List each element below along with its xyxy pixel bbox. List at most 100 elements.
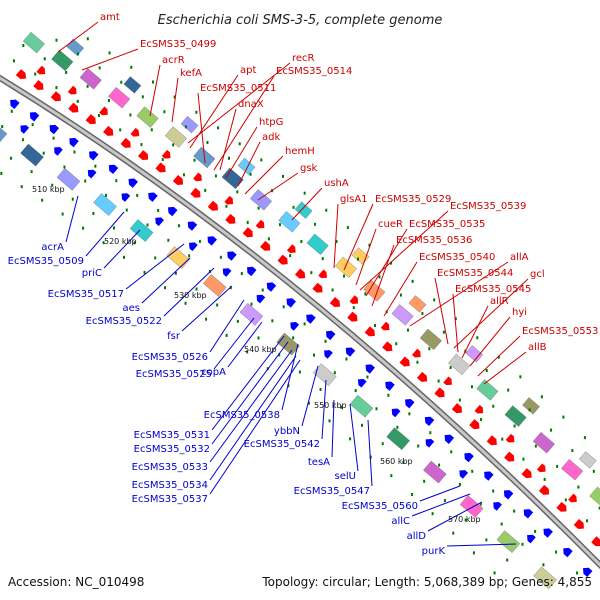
leader-line-ushA (291, 187, 323, 221)
scale-dot (249, 172, 252, 176)
scale-dot (86, 84, 89, 88)
scale-dot (562, 415, 565, 419)
scale-dot (41, 198, 44, 202)
reverse-gene-arrow (385, 381, 395, 391)
forward-gene-arrow (416, 371, 428, 382)
top-gene-label-gcl: gcl (530, 269, 545, 280)
leader-line-EcSMS35_0545 (452, 293, 459, 353)
scale-dot (289, 254, 292, 258)
top-gene-label-EcSMS35_0535: EcSMS35_0535 (409, 219, 485, 230)
scale-dot (390, 474, 393, 478)
forward-gene-arrow (591, 536, 600, 547)
bottom-gene-label-EcSMS35_0517: EcSMS35_0517 (48, 289, 124, 300)
scale-dot (102, 241, 105, 245)
top-gene-label-EcSMS35_0545: EcSMS35_0545 (455, 284, 531, 295)
scale-dot (260, 158, 263, 162)
scale-tick-label-550: 550 kbp (314, 401, 347, 410)
leader-line-apt (189, 74, 239, 149)
gene-feature-block (203, 274, 227, 297)
scale-dot (433, 298, 436, 302)
scale-dot (86, 37, 89, 41)
forward-gene-arrow (103, 125, 114, 136)
forward-gene-arrow (224, 195, 234, 205)
scale-dot (10, 156, 13, 160)
bottom-gene-label-EcSMS35_0509: EcSMS35_0509 (8, 256, 84, 267)
scale-dot (492, 404, 495, 408)
bottom-gene-label-EcSMS35_0533: EcSMS35_0533 (132, 462, 208, 473)
scale-dot (84, 179, 87, 183)
leader-line-adk (237, 141, 261, 187)
gene-feature-block (459, 495, 484, 518)
gene-feature-block (136, 106, 159, 128)
leader-line-copA (227, 321, 263, 368)
scale-dot (92, 211, 95, 215)
forward-gene-arrow (137, 150, 149, 161)
scale-dot (292, 336, 295, 340)
scale-dot (107, 99, 110, 103)
reverse-gene-arrow (266, 282, 277, 292)
top-gene-label-cueR: cueR (378, 219, 403, 230)
forward-gene-arrow (207, 200, 218, 211)
forward-gene-arrow (568, 493, 577, 503)
scale-dot (163, 110, 166, 114)
scale-dot (408, 412, 411, 416)
forward-gene-arrow (36, 65, 46, 75)
reverse-gene-arrow (345, 347, 356, 357)
scale-dot (246, 220, 249, 224)
leader-line-EcSMS35_0547 (367, 419, 373, 487)
leader-line-allR (461, 305, 489, 359)
reverse-gene-arrow (391, 408, 401, 418)
gene-feature-block (465, 345, 484, 363)
reverse-gene-arrow (222, 268, 232, 277)
forward-gene-arrow (130, 127, 140, 137)
top-gene-label-acrR: acrR (162, 55, 185, 66)
top-gene-label-EcSMS35_0553: EcSMS35_0553 (522, 326, 598, 337)
gene-feature-block (51, 49, 74, 72)
scale-dot (34, 72, 37, 76)
scale-dot (216, 303, 219, 307)
forward-gene-arrow (242, 227, 253, 238)
forward-gene-arrow (474, 404, 484, 414)
forward-gene-arrow (99, 106, 108, 116)
leader-line-tesA (331, 399, 335, 458)
reverse-gene-arrow (405, 399, 415, 409)
reverse-gene-arrow (227, 251, 237, 261)
forward-gene-arrow (277, 254, 288, 265)
bottom-gene-label-EcSMS35_0531: EcSMS35_0531 (134, 430, 210, 441)
scale-dot (130, 65, 133, 69)
scale-dot (271, 319, 274, 323)
gene-feature-block (423, 460, 447, 484)
reverse-gene-arrow (523, 509, 534, 519)
gene-feature-block (532, 432, 555, 454)
gene-feature-block (56, 168, 81, 191)
scale-dot (104, 193, 107, 197)
scale-dot (345, 357, 348, 361)
leader-line-EcSMS35_0533 (209, 349, 293, 463)
scale-tick-label-530: 530 kbp (174, 291, 207, 300)
reverse-gene-arrow (459, 470, 469, 479)
scale-dot (119, 128, 122, 132)
scale-dot (321, 257, 324, 261)
leader-line-EcSMS35_0511 (197, 92, 206, 164)
forward-gene-arrow (364, 326, 375, 337)
scale-dot (261, 288, 264, 292)
leader-line-EcSMS35_0517 (125, 243, 185, 290)
gene-feature-block (349, 394, 374, 418)
scale-dot (497, 355, 500, 359)
reverse-gene-arrow (54, 147, 63, 156)
leader-line-allC (411, 493, 471, 517)
scale-dot (428, 347, 431, 351)
scale-dot (493, 571, 496, 575)
scale-dot (378, 275, 381, 279)
leader-line-EcSMS35_0538 (281, 343, 299, 411)
bottom-gene-label-ybbN: ybbN (274, 426, 300, 437)
leader-line-EcSMS35_0536 (371, 244, 395, 307)
forward-gene-arrow (50, 91, 61, 102)
scale-dot (151, 80, 154, 84)
scale-dot (303, 322, 306, 326)
leader-line-ybbN (301, 365, 319, 427)
reverse-gene-arrow (121, 193, 131, 202)
map-title: Escherichia coli SMS-3-5, complete genom… (158, 13, 443, 28)
scale-dot (225, 333, 228, 337)
scale-dot (133, 241, 136, 245)
